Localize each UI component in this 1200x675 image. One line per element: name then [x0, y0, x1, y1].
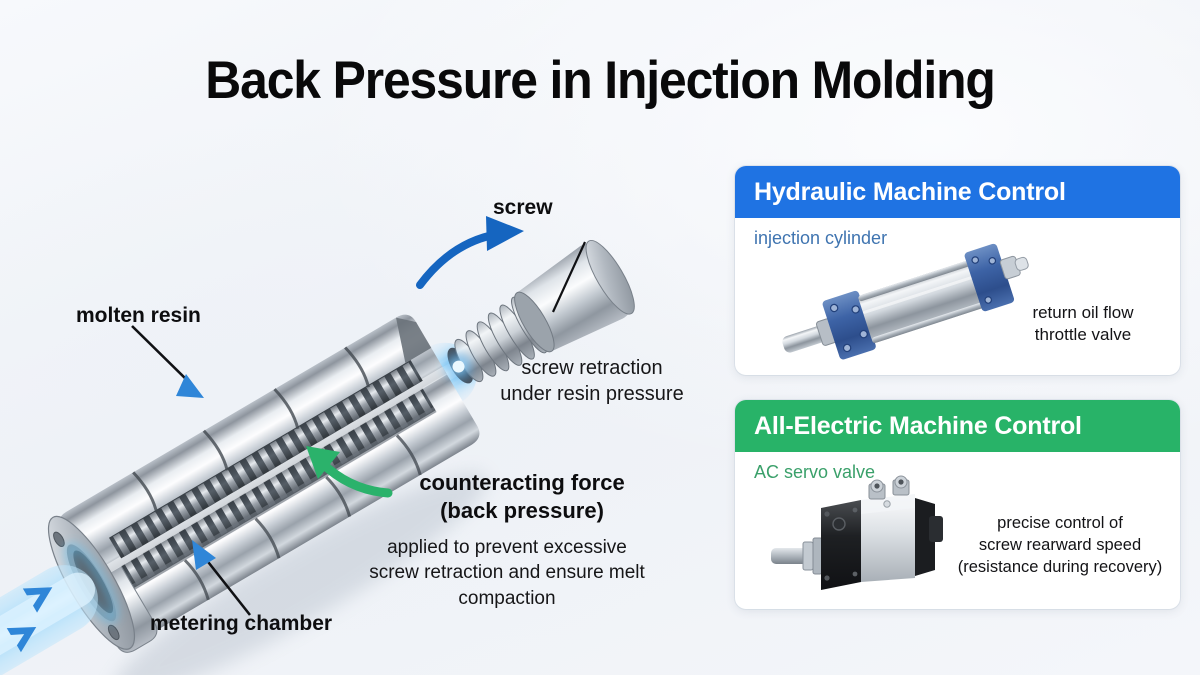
card-header-electric: All-Electric Machine Control: [735, 400, 1180, 452]
external-resin-beam: [0, 565, 98, 675]
screw-assembly: [442, 240, 635, 384]
card-header-hydraulic: Hydraulic Machine Control: [735, 166, 1180, 218]
molten-resin-pointer: [131, 325, 204, 398]
back-pressure-arrow: [306, 446, 393, 498]
label-metering-chamber: metering chamber: [150, 612, 333, 635]
hydraulic-cylinder-icon: [771, 242, 1039, 375]
screw-retraction-leader: [551, 241, 587, 313]
label-injection-cylinder: injection cylinder: [754, 228, 888, 248]
barrel-shadow: [112, 473, 488, 675]
ac-servo-valve-icon: [769, 474, 989, 609]
screw-retraction-arrow: [416, 216, 524, 289]
card-body-electric: AC servo valve: [735, 452, 1180, 609]
label-counteracting-force: counteracting force(back pressure): [419, 470, 625, 524]
barrel-lower-half: [82, 373, 480, 653]
screw-flights-upper: [109, 360, 423, 559]
card-all-electric-machine-control[interactable]: All-Electric Machine Control AC servo va…: [735, 400, 1180, 609]
metering-chamber-pointer: [192, 540, 252, 616]
control-cards: Hydraulic Machine Control injection cyli…: [735, 166, 1180, 609]
card-hydraulic-machine-control[interactable]: Hydraulic Machine Control injection cyli…: [735, 166, 1180, 375]
card-body-hydraulic: injection cylinder: [735, 218, 1180, 375]
barrel-upper-half: [59, 314, 447, 583]
label-ac-servo-valve: AC servo valve: [754, 462, 876, 482]
label-screw: screw: [493, 196, 553, 219]
resin-flow-arrows: [6, 587, 53, 653]
page-title: Back Pressure in Injection Molding: [205, 51, 996, 110]
barrel-illustration: [0, 130, 730, 675]
label-molten-resin: molten resin: [76, 304, 201, 327]
screw-flights-lower: [120, 387, 437, 590]
